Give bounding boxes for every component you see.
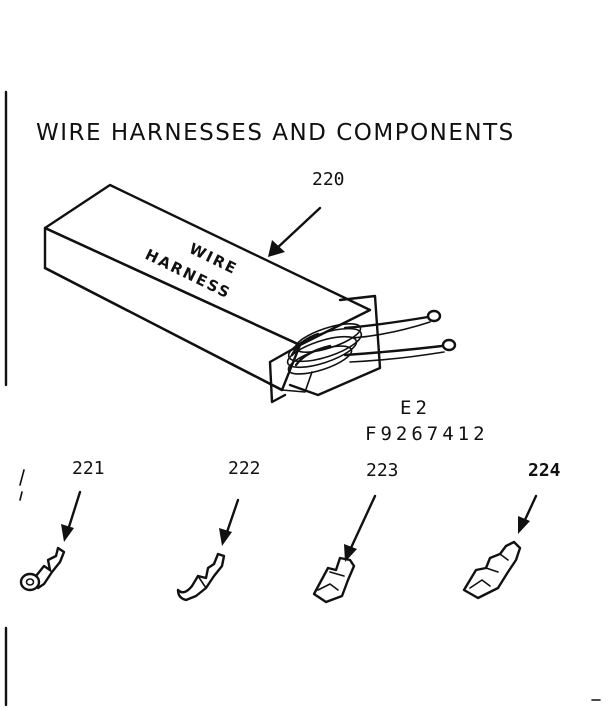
callout-224: 224 xyxy=(528,460,561,481)
arrow-222 xyxy=(224,498,240,537)
model-line-1: E2 xyxy=(400,397,431,419)
box-front-face xyxy=(43,226,302,392)
arrow-220-head xyxy=(268,240,285,257)
box-end-flap xyxy=(268,343,302,404)
arrow-220 xyxy=(273,206,322,252)
arrow-224-head xyxy=(518,516,530,534)
page-title: WIRE HARNESSES AND COMPONENTS xyxy=(36,120,515,146)
arrow-221-head xyxy=(61,524,74,542)
wire-lead-upper xyxy=(343,315,430,330)
wire-terminal-lower xyxy=(441,338,457,352)
wire-terminal-upper xyxy=(426,309,442,323)
arrow-223 xyxy=(348,494,377,552)
arrow-221 xyxy=(66,490,82,532)
flat-terminal-223 xyxy=(312,556,356,604)
arrow-223-head xyxy=(344,544,357,562)
ring-terminal-221 xyxy=(19,546,66,592)
model-line-2: F9267412 xyxy=(365,423,489,445)
arrow-222-head xyxy=(219,528,232,546)
hook-terminal-222 xyxy=(176,552,226,602)
callout-223: 223 xyxy=(366,460,399,481)
wire-harness-box: WIRE HARNESS xyxy=(43,183,457,404)
callout-221: 221 xyxy=(72,458,105,479)
arrow-224 xyxy=(522,494,538,524)
callout-220: 220 xyxy=(312,169,345,190)
callout-222: 222 xyxy=(228,458,261,479)
wire-lead-lower xyxy=(343,344,444,357)
stray-mark xyxy=(19,469,25,486)
angled-flat-terminal-224 xyxy=(462,540,522,600)
stray-mark xyxy=(19,491,23,501)
coiled-wire xyxy=(287,327,363,363)
box-side-flap xyxy=(288,294,382,397)
